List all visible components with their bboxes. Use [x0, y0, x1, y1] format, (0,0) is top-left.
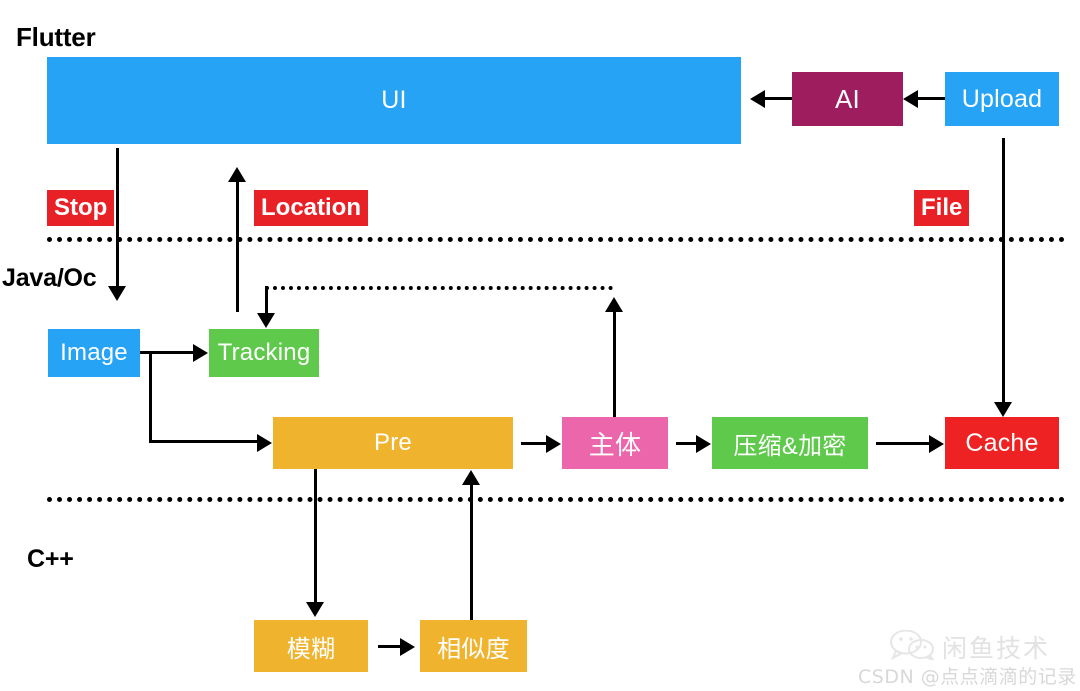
arrowhead-ai-to-ui — [750, 90, 765, 108]
node-upload[interactable]: Upload — [945, 72, 1059, 126]
arrowhead-dotted-to-tracking — [257, 313, 275, 328]
node-compress-encrypt[interactable]: 压缩&加密 — [712, 417, 868, 469]
node-similarity[interactable]: 相似度 — [420, 620, 527, 672]
arrowhead-blur-to-similarity — [400, 638, 415, 656]
edge-pre-to-blur — [314, 469, 317, 604]
arrowhead-ui-stop-down — [108, 286, 126, 301]
node-blur[interactable]: 模糊 — [254, 620, 368, 672]
tag-location: Location — [254, 190, 368, 226]
edge-similarity-to-pre — [470, 485, 473, 620]
dotted-edge-subject-to-tracking — [265, 286, 613, 290]
edge-ai-to-ui — [762, 97, 792, 100]
tag-file: File — [914, 190, 970, 226]
layer-label-flutter: Flutter — [16, 22, 96, 52]
arrowhead-subject-up — [605, 297, 623, 312]
edge-image-to-pre — [149, 440, 259, 443]
node-image[interactable]: Image — [48, 329, 140, 377]
arrowhead-image-to-pre — [257, 434, 272, 452]
node-cache[interactable]: Cache — [945, 417, 1059, 469]
edge-subject-up — [613, 312, 616, 417]
edge-blur-to-similarity — [378, 645, 402, 648]
tag-stop: Stop — [47, 190, 115, 226]
node-subject[interactable]: 主体 — [562, 417, 668, 469]
edge-image-to-tracking — [149, 351, 195, 354]
arrowhead-similarity-to-pre — [462, 470, 480, 485]
edge-pre-to-subject — [521, 442, 548, 445]
node-pre[interactable]: Pre — [273, 417, 513, 469]
edge-dotted-down-to-tracking — [265, 286, 268, 315]
edge-compress-to-cache — [876, 442, 931, 445]
edge-upload-to-ai — [915, 97, 945, 100]
wechat-icon — [890, 629, 936, 665]
edge-location-up — [236, 182, 239, 312]
edge-ui-stop-down — [116, 148, 119, 288]
edge-upload-to-cache — [1002, 138, 1005, 404]
arrowhead-upload-to-ai — [903, 90, 918, 108]
arrowhead-subject-to-compress — [696, 435, 711, 453]
arrowhead-compress-to-cache — [929, 435, 944, 453]
node-ai[interactable]: AI — [792, 72, 903, 126]
arrowhead-upload-to-cache — [994, 402, 1012, 417]
edge-image-out — [140, 351, 152, 354]
arrowhead-image-to-tracking — [193, 344, 208, 362]
node-tracking[interactable]: Tracking — [209, 329, 319, 377]
arrowhead-location-up — [228, 167, 246, 182]
watermark-credit: CSDN @点点滴滴的记录 — [858, 666, 1077, 688]
layer-label-javaoc: Java/Oc — [2, 264, 97, 292]
divider-javaoc-cpp — [47, 497, 1065, 502]
edge-image-branch-spine — [149, 351, 152, 442]
layer-label-cpp: C++ — [27, 545, 74, 573]
edge-subject-to-compress — [676, 442, 698, 445]
node-ui[interactable]: UI — [47, 57, 741, 144]
divider-flutter-javaoc — [47, 237, 1065, 242]
arrowhead-pre-to-subject — [546, 435, 561, 453]
arrowhead-pre-to-blur — [306, 602, 324, 617]
watermark-brand: 闲鱼技术 — [942, 634, 1051, 663]
